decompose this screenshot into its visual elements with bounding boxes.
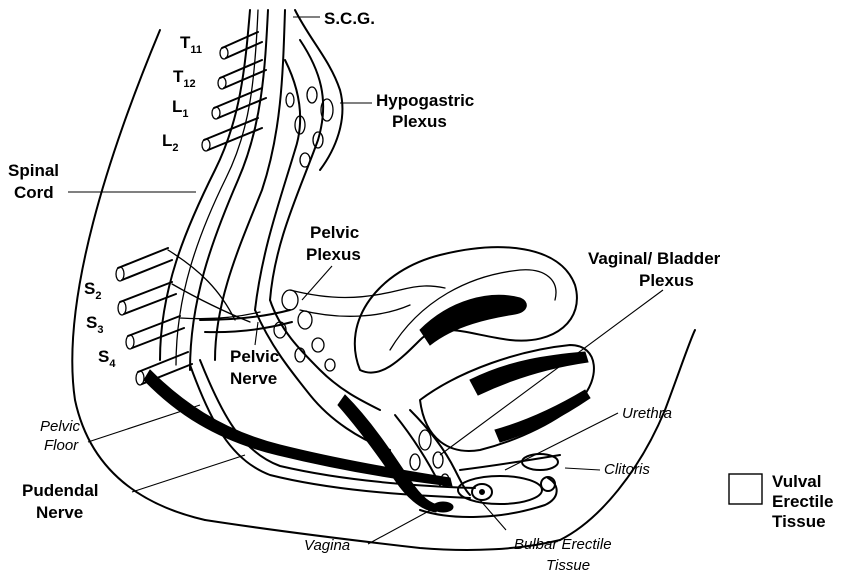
label-urethra: Urethra (622, 405, 672, 422)
label-l1: L1 (172, 97, 189, 120)
label-bulbar-1: Bulbar Erectile (514, 536, 612, 553)
label-clitoris: Clitoris (604, 461, 650, 478)
label-pelvic-floor-1: Pelvic (40, 418, 81, 435)
label-pudendal-2: Nerve (36, 503, 83, 522)
label-spinal-2: Cord (14, 183, 54, 202)
label-bulbar-2: Tissue (546, 557, 590, 574)
label-s4: S4 (98, 347, 116, 370)
label-t12: T12 (173, 67, 196, 90)
thoracolumbar-roots (202, 32, 266, 151)
label-pudendal-1: Pudendal (22, 481, 99, 500)
uterus (355, 247, 577, 372)
legend: Vulval Erectile Tissue (729, 472, 833, 531)
pelvic-nerve (200, 310, 292, 332)
hypogastric-plexus (255, 10, 342, 310)
label-pelvic-nerve-1: Pelvic (230, 347, 279, 366)
label-spinal-1: Spinal (8, 161, 59, 180)
labels: S.C.G. T11 T12 L1 L2 Hypogastric Plexus … (8, 9, 721, 574)
label-pelvic-nerve-2: Nerve (230, 369, 277, 388)
label-hypogastric-2: Plexus (392, 112, 447, 131)
label-vaginal-bladder-2: Plexus (639, 271, 694, 290)
label-l2: L2 (162, 131, 179, 154)
pelvic-plexus (255, 286, 445, 450)
label-t11: T11 (180, 33, 202, 56)
label-vaginal-bladder-1: Vaginal/ Bladder (588, 249, 721, 268)
label-scg: S.C.G. (324, 9, 375, 28)
legend-label-2: Erectile (772, 492, 833, 511)
label-vagina: Vagina (304, 537, 350, 554)
rectum (338, 395, 440, 512)
label-s3: S3 (86, 313, 103, 336)
label-pelvic-plexus-2: Plexus (306, 245, 361, 264)
legend-label-3: Tissue (772, 512, 826, 531)
legend-swatch-vulval-erectile-tissue (729, 474, 762, 504)
label-hypogastric-1: Hypogastric (376, 91, 474, 110)
external-genitalia (420, 454, 560, 517)
label-pelvic-plexus-1: Pelvic (310, 223, 359, 242)
label-s2: S2 (84, 279, 101, 302)
legend-label-1: Vulval (772, 472, 821, 491)
label-pelvic-floor-2: Floor (44, 437, 79, 454)
